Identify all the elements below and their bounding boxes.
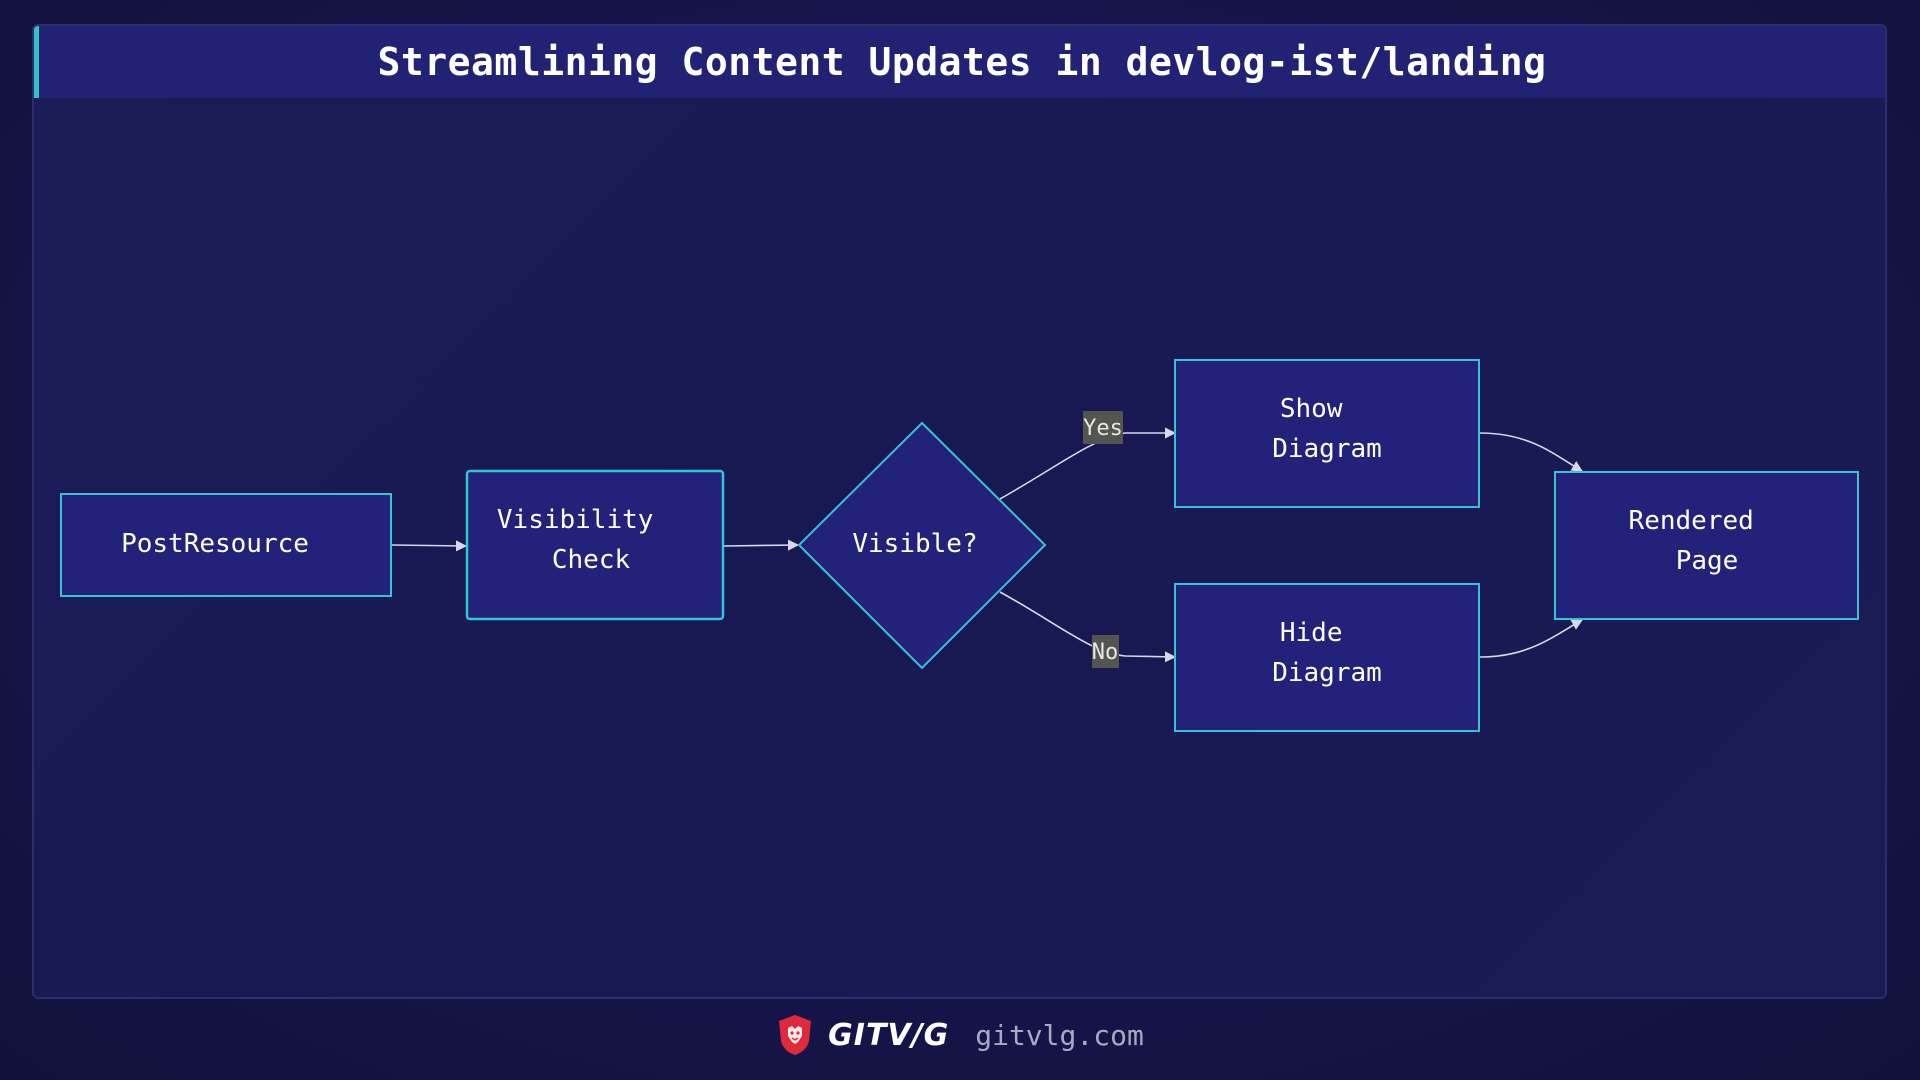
brand-name: GITV/G	[828, 1017, 950, 1053]
node-hide-diagram-label-line2: Diagram	[1272, 658, 1382, 688]
edge-decision-to-hide-diagram	[999, 591, 1177, 663]
lion-shield-icon	[776, 1014, 814, 1056]
title-bar: Streamlining Content Updates in devlog-i…	[34, 26, 1885, 98]
edge-visibility-check-to-decision	[723, 539, 800, 551]
edge-label-no-text: No	[1092, 640, 1119, 665]
svg-text:PostResource: PostResource	[121, 529, 309, 559]
node-visibility-check: Visibility Check	[465, 469, 725, 621]
edge-hide-diagram-to-rendered-page	[1479, 619, 1583, 658]
svg-text:Show Diagram: Show Diagram	[1272, 394, 1382, 464]
edge-postresource-to-visibility-check	[391, 540, 468, 552]
page-title: Streamlining Content Updates in devlog-i…	[377, 40, 1547, 84]
edge-label-yes: Yes	[1083, 411, 1123, 444]
node-visibility-check-label-line2: Check	[552, 545, 631, 575]
svg-text:Visible?: Visible?	[852, 529, 977, 559]
node-rendered-page: Rendered Page	[1554, 471, 1859, 620]
brand-url[interactable]: gitvlg.com	[975, 1018, 1144, 1052]
edge-label-no: No	[1092, 635, 1119, 668]
node-post-resource: PostResource	[60, 493, 392, 597]
svg-text:Visibility Check: Visibility Check	[497, 505, 669, 575]
edge-show-diagram-to-rendered-page	[1479, 432, 1583, 472]
node-post-resource-label: PostResource	[121, 529, 309, 559]
node-show-diagram-label-line2: Diagram	[1272, 434, 1382, 464]
svg-text:Rendered Page: Rendered Page	[1629, 506, 1770, 576]
node-show-diagram: Show Diagram	[1174, 359, 1480, 508]
node-visibility-check-label-line1: Visibility	[497, 505, 654, 535]
svg-text:Hide Diagram: Hide Diagram	[1272, 618, 1382, 688]
node-hide-diagram: Hide Diagram	[1174, 583, 1480, 732]
node-visible-decision-label: Visible?	[852, 529, 977, 559]
edge-label-yes-text: Yes	[1083, 416, 1123, 441]
node-visible-decision: Visible?	[797, 421, 1047, 670]
node-rendered-page-label-line2: Page	[1676, 546, 1739, 576]
node-hide-diagram-label-line1: Hide	[1280, 618, 1343, 648]
node-rendered-page-label-line1: Rendered	[1629, 506, 1754, 536]
footer: GITV/G gitvlg.com	[0, 1010, 1920, 1060]
node-show-diagram-label-line1: Show	[1280, 394, 1343, 424]
